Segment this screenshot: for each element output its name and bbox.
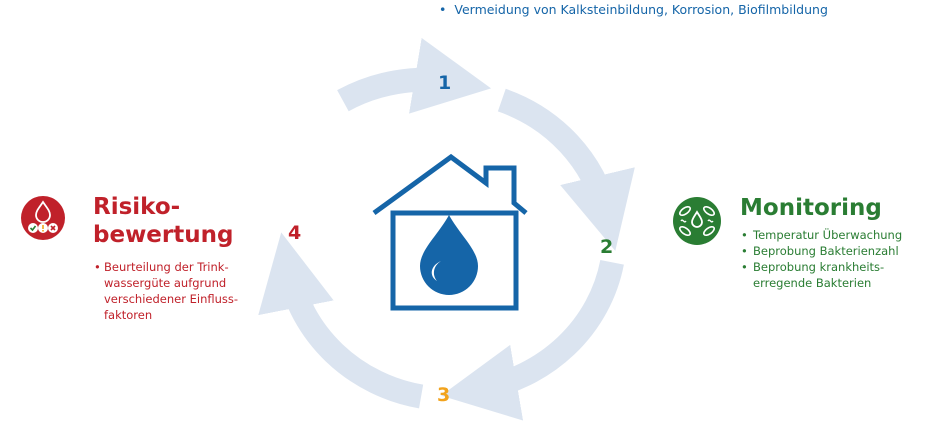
cycle-arrow-right — [497, 88, 635, 251]
risk-title-line1: Risiko- — [93, 194, 181, 220]
list-item-line: faktoren — [104, 308, 153, 322]
top-bullet-text: Vermeidung von Kalksteinbildung, Korrosi… — [454, 2, 828, 17]
bacteria-monitoring-icon — [673, 197, 721, 245]
risk-title: Risiko- bewertung — [93, 193, 293, 249]
list-item-line: erregende Bakterien — [753, 276, 872, 290]
list-item-line: verschiedener Einfluss- — [104, 292, 239, 306]
cycle-arrow-bottom — [440, 259, 624, 421]
list-item: Beurteilung der Trink- wassergüte aufgru… — [94, 259, 294, 323]
step-number-4: 4 — [288, 222, 302, 244]
water-drop-risk-icon — [21, 196, 65, 240]
cycle-arrows — [258, 37, 635, 421]
list-item-line: Beprobung krankheits- — [753, 260, 885, 274]
list-item: Beprobung krankheits- erregende Bakterie… — [741, 259, 941, 291]
step-number-2: 2 — [600, 236, 614, 258]
risk-title-line2: bewertung — [93, 222, 234, 248]
risk-bullet-list: Beurteilung der Trink- wassergüte aufgru… — [94, 259, 294, 323]
top-bullet-item: • Vermeidung von Kalksteinbildung, Korros… — [439, 2, 828, 17]
water-drop-icon — [420, 215, 478, 295]
list-item: Temperatur Überwachung — [741, 227, 941, 243]
cycle-arrow-top — [337, 37, 492, 114]
bullet-dot: • — [439, 2, 447, 17]
list-item-line: Temperatur Überwachung — [753, 228, 903, 242]
step-number-3: 3 — [437, 384, 451, 406]
list-item-line: wassergüte aufgrund — [104, 276, 227, 290]
monitoring-bullet-list: Temperatur Überwachung Beprobung Bakteri… — [741, 227, 941, 291]
list-item-line: Beprobung Bakterienzahl — [753, 244, 899, 258]
list-item-line: Beurteilung der Trink- — [104, 260, 229, 274]
list-item: Beprobung Bakterienzahl — [741, 243, 941, 259]
step-number-1: 1 — [438, 72, 452, 94]
cycle-arrow-left — [258, 232, 424, 409]
monitoring-title: Monitoring — [740, 195, 882, 221]
house-icon — [372, 153, 528, 311]
